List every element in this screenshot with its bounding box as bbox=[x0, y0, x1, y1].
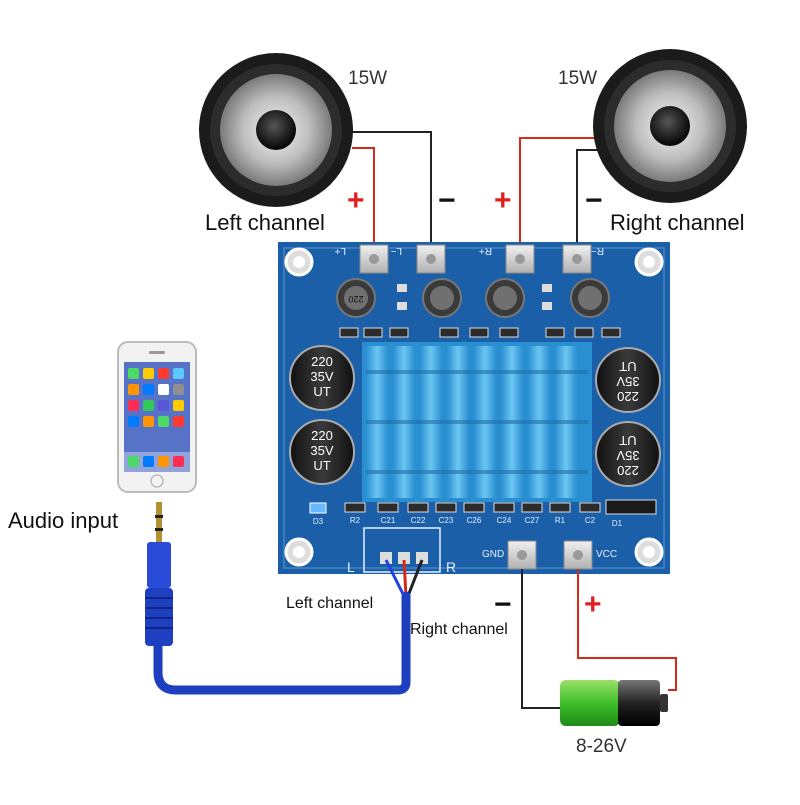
gnd-minus-sign: − bbox=[494, 588, 512, 621]
capacitor-right-bottom: 220 35V UT bbox=[595, 421, 661, 487]
label-l-minus: L− bbox=[390, 245, 402, 256]
right-plus-wire bbox=[519, 137, 612, 252]
svg-text:R2: R2 bbox=[350, 516, 361, 525]
audio-cable bbox=[153, 559, 424, 695]
svg-text:C24: C24 bbox=[497, 516, 512, 525]
left-plus-sign: + bbox=[347, 184, 365, 217]
component-silkscreen: R2 C21 C22 C23 C26 C24 C27 R1 C2 D1 D3 bbox=[313, 516, 623, 528]
cap-text-3: UT bbox=[313, 384, 330, 399]
battery bbox=[560, 680, 668, 726]
svg-text:220: 220 bbox=[311, 428, 333, 443]
svg-text:220: 220 bbox=[617, 463, 639, 478]
heatsink bbox=[362, 342, 592, 502]
svg-text:R1: R1 bbox=[555, 516, 566, 525]
cap-text-1: 220 bbox=[311, 354, 333, 369]
vcc-plus-sign: + bbox=[584, 588, 602, 621]
audio-jack-plug bbox=[145, 502, 173, 646]
left-minus-wire bbox=[352, 131, 432, 252]
capacitor-left-bottom: 220 35V UT bbox=[289, 419, 355, 485]
svg-text:220: 220 bbox=[617, 389, 639, 404]
svg-text:C2: C2 bbox=[585, 516, 596, 525]
svg-text:C22: C22 bbox=[411, 516, 426, 525]
right-speaker-power: 15W bbox=[558, 68, 598, 89]
vcc-wire bbox=[577, 569, 677, 691]
capacitor-left-top: 220 35V UT bbox=[289, 345, 355, 411]
svg-text:C23: C23 bbox=[439, 516, 454, 525]
mounting-holes bbox=[284, 247, 664, 567]
gnd-wire bbox=[521, 569, 560, 709]
svg-text:C21: C21 bbox=[381, 516, 396, 525]
inductors: 220 bbox=[336, 278, 610, 318]
speaker-terminals bbox=[359, 244, 592, 274]
right-plus-sign: + bbox=[494, 184, 512, 217]
app-icons bbox=[124, 368, 190, 472]
svg-text:35V: 35V bbox=[310, 443, 333, 458]
left-plus-wire bbox=[352, 147, 375, 252]
svg-text:UT: UT bbox=[619, 359, 636, 374]
smd-row-bottom bbox=[344, 499, 657, 515]
battery-voltage-label: 8-26V bbox=[576, 736, 627, 757]
inductor-text: 220 bbox=[348, 294, 363, 304]
amplifier-board: L+ L− R+ R− 220 bbox=[278, 242, 670, 575]
label-gnd: GND bbox=[482, 549, 504, 560]
audio-input-label: Audio input bbox=[8, 508, 119, 533]
svg-text:C26: C26 bbox=[467, 516, 482, 525]
svg-text:35V: 35V bbox=[616, 374, 639, 389]
svg-text:D3: D3 bbox=[313, 517, 324, 526]
left-speaker-power: 15W bbox=[348, 68, 388, 89]
svg-text:UT: UT bbox=[313, 458, 330, 473]
label-r-minus: R− bbox=[591, 245, 604, 256]
audio-input-header: L R bbox=[347, 527, 456, 575]
terminal-silkscreen: L+ L− R+ R− bbox=[334, 245, 604, 256]
svg-text:35V: 35V bbox=[616, 448, 639, 463]
svg-text:D1: D1 bbox=[612, 519, 623, 528]
left-wire-label: Left channel bbox=[286, 595, 374, 612]
power-wires bbox=[521, 569, 677, 709]
right-minus-sign: − bbox=[585, 184, 603, 217]
right-wire-label: Right channel bbox=[410, 621, 508, 638]
pin-label-l: L bbox=[347, 559, 355, 575]
cap-text-2: 35V bbox=[310, 369, 333, 384]
right-speaker bbox=[593, 49, 747, 203]
svg-text:C27: C27 bbox=[525, 516, 540, 525]
svg-text:UT: UT bbox=[619, 433, 636, 448]
power-terminals: GND VCC bbox=[482, 540, 617, 570]
smd-row-top bbox=[339, 327, 621, 338]
speaker-wires bbox=[352, 131, 612, 252]
label-vcc: VCC bbox=[596, 549, 617, 560]
right-channel-label: Right channel bbox=[610, 210, 745, 235]
capacitor-right-top: 220 35V UT bbox=[595, 347, 661, 413]
left-speaker bbox=[199, 53, 353, 207]
left-channel-label: Left channel bbox=[205, 210, 325, 235]
smartphone bbox=[117, 341, 197, 493]
left-minus-sign: − bbox=[438, 184, 456, 217]
label-l-plus: L+ bbox=[334, 245, 346, 256]
label-r-plus: R+ bbox=[479, 245, 492, 256]
led-d3 bbox=[309, 502, 327, 514]
pin-label-r: R bbox=[446, 559, 456, 575]
